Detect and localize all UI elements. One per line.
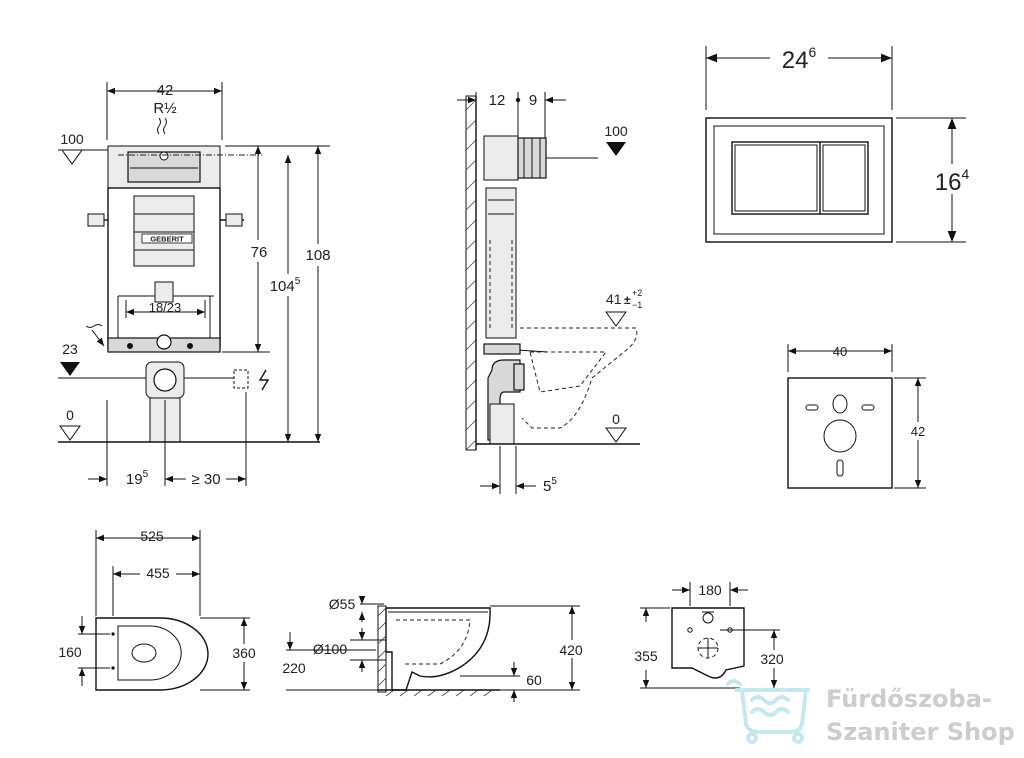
bottom-offset-label: 5 [543, 478, 551, 495]
watermark-line1: Fürdőszoba- [826, 685, 992, 713]
back-height-355-label: 355 [634, 648, 658, 664]
brand-logo: GEBERIT [150, 235, 184, 244]
toilet-length-label: 525 [140, 528, 164, 544]
offset-19-label: 19 [126, 471, 143, 488]
flush-button-large [734, 144, 818, 212]
height-108-label: 108 [305, 247, 330, 264]
side-level-0-label: 0 [612, 411, 620, 427]
toilet-side-view: Ø55 Ø100 220 420 60 [282, 596, 586, 702]
level-100-label: 100 [60, 131, 84, 147]
connection-size-label: R½ [153, 100, 177, 117]
level-0-label: 0 [66, 407, 74, 423]
level-marker-icon [61, 149, 83, 165]
fixing-length-label: 455 [146, 565, 170, 581]
back-width-label: 180 [698, 582, 722, 598]
svg-text:246: 246 [782, 44, 817, 74]
height-104-label: 104 [270, 278, 295, 295]
height-104-sup: 5 [295, 276, 301, 287]
height-220-label: 220 [282, 660, 306, 676]
height-420-label: 420 [559, 642, 583, 658]
tolerance-minus: −1 [632, 300, 642, 310]
tolerance-plus: +2 [632, 288, 642, 298]
depth-9-label: 9 [529, 92, 537, 109]
water-wave-icon [85, 324, 103, 328]
side-level-100-label: 100 [604, 123, 628, 139]
floor-marker-icon [59, 425, 81, 441]
toilet-back-view: 180 355 320 [634, 582, 788, 689]
back-height-320-label: 320 [760, 651, 784, 667]
plate-width-label: 24 [782, 47, 809, 74]
svg-text:1045: 1045 [270, 276, 301, 295]
svg-text:164: 164 [935, 166, 970, 196]
level-23-label: 23 [62, 341, 78, 357]
pad-height-label: 42 [911, 424, 925, 439]
plate-height-sup: 4 [961, 166, 969, 182]
bowl-level-icon [605, 311, 627, 327]
svg-text:55: 55 [543, 476, 557, 495]
spacing-label: 18/23 [149, 300, 182, 315]
outlet-diameter-label: Ø55 [329, 596, 356, 612]
watermark-line2: Szaniter Shop [826, 718, 1015, 746]
level-marker-solid-icon [60, 362, 80, 376]
side-level-marker-icon [606, 142, 626, 156]
drain-diameter-label: Ø100 [313, 641, 347, 657]
side-floor-icon [605, 427, 627, 443]
frame-width-label: 42 [157, 82, 174, 99]
sound-pad-view: 40 42 [787, 344, 930, 489]
gap-30-label: ≥ 30 [191, 471, 220, 488]
hole-spacing-label: 160 [58, 644, 82, 660]
shop-watermark: Fürdőszoba- Szaniter Shop [726, 679, 1015, 746]
svg-text:195: 195 [126, 469, 149, 488]
depth-12-label: 12 [489, 92, 506, 109]
plate-height-label: 16 [935, 169, 962, 196]
height-76-label: 76 [251, 244, 268, 261]
toilet-top-view: 525 455 160 360 [58, 528, 260, 691]
bathtub-icon [726, 679, 810, 744]
bottom-offset-sup: 5 [551, 476, 557, 487]
bowl-height-label: 41 [606, 291, 622, 307]
pad-width-label: 40 [833, 344, 847, 359]
toilet-width-label: 360 [232, 645, 256, 661]
height-60-label: 60 [526, 672, 542, 688]
water-supply-icon [157, 117, 167, 135]
plate-width-sup: 6 [808, 44, 816, 60]
svg-text:±: ± [624, 293, 631, 307]
frame-front-view: 42 R½ 100 GEBERIT 18/23 [58, 82, 334, 488]
electric-icon [258, 369, 270, 391]
offset-19-sup: 5 [143, 469, 149, 480]
frame-side-view: 12 9 100 41 ± +2 −1 0 [457, 92, 642, 495]
flush-plate-view: 246 164 [705, 44, 976, 243]
flush-button-small [822, 144, 866, 212]
